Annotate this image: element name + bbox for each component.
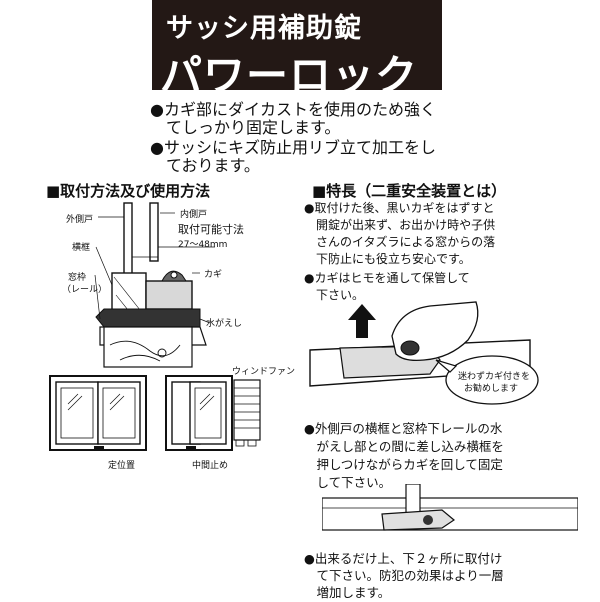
- feature-note: ●取付けた後、黒いカギをはずすと: [304, 201, 495, 215]
- instruction-step: て下さい。防犯の効果はより一層: [304, 568, 504, 583]
- intro-line: ●サッシにキズ防止用リブ立て加工をし: [150, 138, 436, 157]
- instruction-step: ●出来るだけ上、下２ヶ所に取付け: [304, 551, 503, 566]
- installation-diagram: [94, 202, 215, 368]
- instruction-step: して下さい。: [304, 475, 392, 490]
- instruction-step: がえし部との間に差し込み横框を: [304, 439, 504, 454]
- label-inner-door: 内側戸: [180, 210, 208, 220]
- feature-note: さんのイタズラによる窓からの落: [304, 235, 496, 249]
- label-fixed-position: 定位置: [108, 461, 136, 471]
- intro-line: ております。: [150, 156, 260, 175]
- label-middle-stop: 中間止め: [192, 461, 229, 471]
- label-window-fan: ウィンドファン: [232, 367, 296, 377]
- instruction-step: ●外側戸の横框と窓枠下レールの水: [304, 421, 503, 436]
- label-rail: （レール）: [62, 285, 108, 295]
- label-range-value: 27〜48mm: [178, 240, 228, 250]
- title-subtitle: サッシ用補助錠: [166, 13, 362, 44]
- feature-note: 開錠が出来ず、お出かけ時や子供: [304, 218, 496, 232]
- bubble-text: お勧めします: [464, 384, 519, 394]
- label-frame: 横框: [72, 243, 91, 253]
- fixed-position-diagram: [49, 375, 147, 451]
- feature-note: ●カギはヒモを通して保管して: [304, 271, 470, 285]
- feature-note: 下防止にも役立ち安心です。: [304, 252, 471, 266]
- label-range: 取付可能寸法: [178, 223, 244, 236]
- instruction-step: 押しつけながらカギを回して固定: [304, 457, 503, 472]
- label-sash: 窓枠: [68, 273, 87, 283]
- key-removal-illustration: [309, 301, 539, 405]
- instruction-step: 増加します。: [304, 585, 391, 600]
- product-name: パワーロック: [160, 51, 419, 100]
- label-drip: 水がえし: [206, 319, 243, 329]
- feature-note: 下さい。: [304, 288, 365, 302]
- intro-line: ●カギ部にダイカストを使用のため強く: [150, 100, 436, 119]
- installed-lock-illustration: [322, 484, 578, 531]
- label-outer-door: 外側戸: [66, 215, 94, 225]
- middle-stop-diagram: [165, 375, 261, 451]
- title-banner: サッシ用補助錠 パワーロック: [152, 0, 442, 100]
- features-heading: ■特長（二重安全装置とは）: [312, 182, 507, 200]
- install-heading: ■取付方法及び使用方法: [46, 182, 211, 200]
- bubble-text: 迷わずカギ付きを: [458, 372, 531, 382]
- intro-line: てしっかり固定します。: [150, 118, 341, 137]
- label-key: カギ: [204, 270, 223, 280]
